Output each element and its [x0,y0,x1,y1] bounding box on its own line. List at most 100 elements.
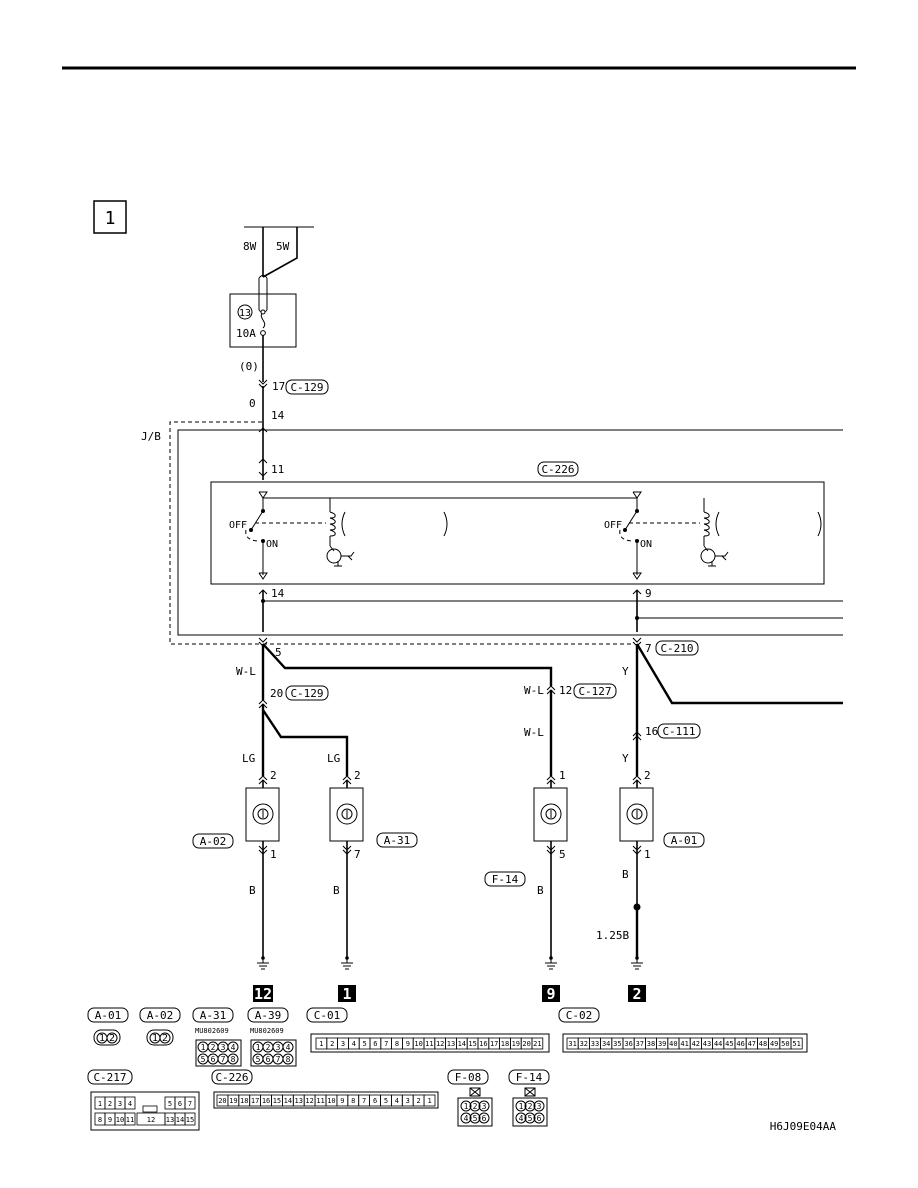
legend-c217-pin: 1 [98,1100,102,1108]
legend-c217-pin-cell [184,1112,196,1126]
fuse-number: 13 [239,308,251,319]
c127-wire-b: W-L [524,726,544,739]
legend-c02-pin: 46 [736,1040,744,1048]
legend-c02-pin: 50 [781,1040,789,1048]
legend-f08-pin-circle [478,1112,490,1124]
c111-wire: Y [622,752,629,765]
lamp-a01: 2 1 A-01 B 1.25B 2 [596,769,705,1003]
legend-c02-pin-cell [790,1037,803,1050]
legend-f14: F-14 [516,1071,543,1084]
legend-c01-pin-cell [531,1037,544,1050]
jb-pin-top: 14 [271,409,285,422]
relay-right-off: OFF [604,520,622,531]
legend-c01-pin: 4 [352,1040,356,1048]
lamp-a31-connector: A-31 [384,834,411,847]
legend-c01-pin: 1 [319,1040,323,1048]
legend-c217-latch [142,1105,158,1113]
legend-f14-pin-circle [524,1100,536,1112]
legend-a39-pin: 8 [286,1055,291,1064]
legend-a31-pin: 3 [221,1043,226,1052]
legend-c01-pin: 11 [425,1040,433,1048]
legend-a31-part: MU802609 [195,1027,229,1035]
legend-f08-pin: 3 [482,1102,487,1111]
legend-a31-pin: 2 [211,1043,216,1052]
legend-c217-pin: 11 [126,1116,134,1124]
lamp-a02-connector: A-02 [200,835,227,848]
legend-c02-pin: 45 [725,1040,733,1048]
fuse-rating: 10A [236,327,256,340]
left-junction-pin: 5 [275,646,282,659]
c127-wire-a: W-L [524,684,544,697]
right-junction-connector: C-210 [660,642,693,655]
legend-f08-pin: 6 [482,1114,487,1123]
legend-c226-pin: 15 [273,1097,281,1105]
lamp-a31-pin-in: 2 [354,769,361,782]
legend-c226-pin: 20 [218,1097,226,1105]
relay-pin-in: 11 [271,463,284,476]
legend-c02-pin: 40 [669,1040,677,1048]
relay-left-on: ON [266,539,278,550]
lamp-a02-pin-in: 2 [270,769,277,782]
legend-a01-pin2: 2 [109,1033,115,1044]
legend-f08-pin-circle [478,1100,490,1112]
c129-split-pin: 20 [270,687,283,700]
diagram-code: H6J09E04AA [770,1120,837,1133]
legend-a39-pin: 7 [276,1055,281,1064]
legend-f08-pin: 4 [464,1114,469,1123]
legend-f08-pin-circle [460,1100,472,1112]
legend-c226-pin: 7 [362,1097,366,1105]
legend-f14-pin-circle [515,1100,527,1112]
legend-a31-pin: 6 [211,1055,216,1064]
legend-a39-pin-circle [282,1041,294,1053]
legend-c226-pin: 16 [262,1097,270,1105]
legend-f08: F-08 [455,1071,482,1084]
legend-c01-pin: 21 [533,1040,541,1048]
legend-c217-pin: 13 [166,1116,174,1124]
lamp-f14-wire-out: B [537,884,544,897]
legend-c02-pin: 39 [658,1040,666,1048]
legend-c01-pin: 20 [522,1040,530,1048]
jb-dashed-outline [169,421,262,645]
legend-c226-pin: 6 [373,1097,377,1105]
legend-c217-pin-cell [124,1096,136,1110]
legend-a01-pin1: 1 [99,1033,105,1044]
legend-f08-pin: 2 [473,1102,478,1111]
legend-c217-pin: 14 [176,1116,184,1124]
legend-c01-pin: 8 [395,1040,399,1048]
legend-c226: C-226 [215,1071,248,1084]
lamp-a02: LG 2 1 A-02 B 12 [192,752,280,1003]
legend-f14-pin-circle [533,1100,545,1112]
lamp-a02-wire-in: LG [242,752,255,765]
legend-f14-pin: 4 [519,1114,524,1123]
legend-c217-pin-cell [184,1096,196,1110]
relay-right-on: ON [640,539,652,550]
legend-c226-pin: 17 [251,1097,259,1105]
lamp-a31-pin-out: 7 [354,848,361,861]
legend-a31-pin-circle [227,1041,239,1053]
legend-c226-pin: 18 [240,1097,248,1105]
legend-c01-pin: 3 [341,1040,345,1048]
legend-c01-pin: 19 [512,1040,520,1048]
legend-a31-pin: 1 [201,1043,206,1052]
lamp-f14-connector: F-14 [492,873,519,886]
legend-c217-pin: 7 [188,1100,192,1108]
jb-label: J/B [141,430,161,443]
legend-a39-pin: 3 [276,1043,281,1052]
legend-f08-pin: 5 [473,1114,478,1123]
legend-c217-pin: 5 [168,1100,172,1108]
legend-c01-pin: 18 [501,1040,509,1048]
c127-pin: 12 [559,684,572,697]
legend-c217-pin: 8 [98,1116,102,1124]
legend-a39-pin: 2 [266,1043,271,1052]
legend-a31-pin-circle [227,1053,239,1065]
right-junction-wire: Y [622,665,629,678]
legend-c02-pin: 47 [748,1040,756,1048]
lamp-a01-wire-out-2: 1.25B [596,929,629,942]
legend-c02-pin: 41 [680,1040,688,1048]
legend-a31-pin: 7 [221,1055,226,1064]
legend-c226-pin: 13 [295,1097,303,1105]
legend-a01: A-01 [95,1009,122,1022]
lamp-f14: 1 5 F-14 B 9 [484,769,568,1003]
